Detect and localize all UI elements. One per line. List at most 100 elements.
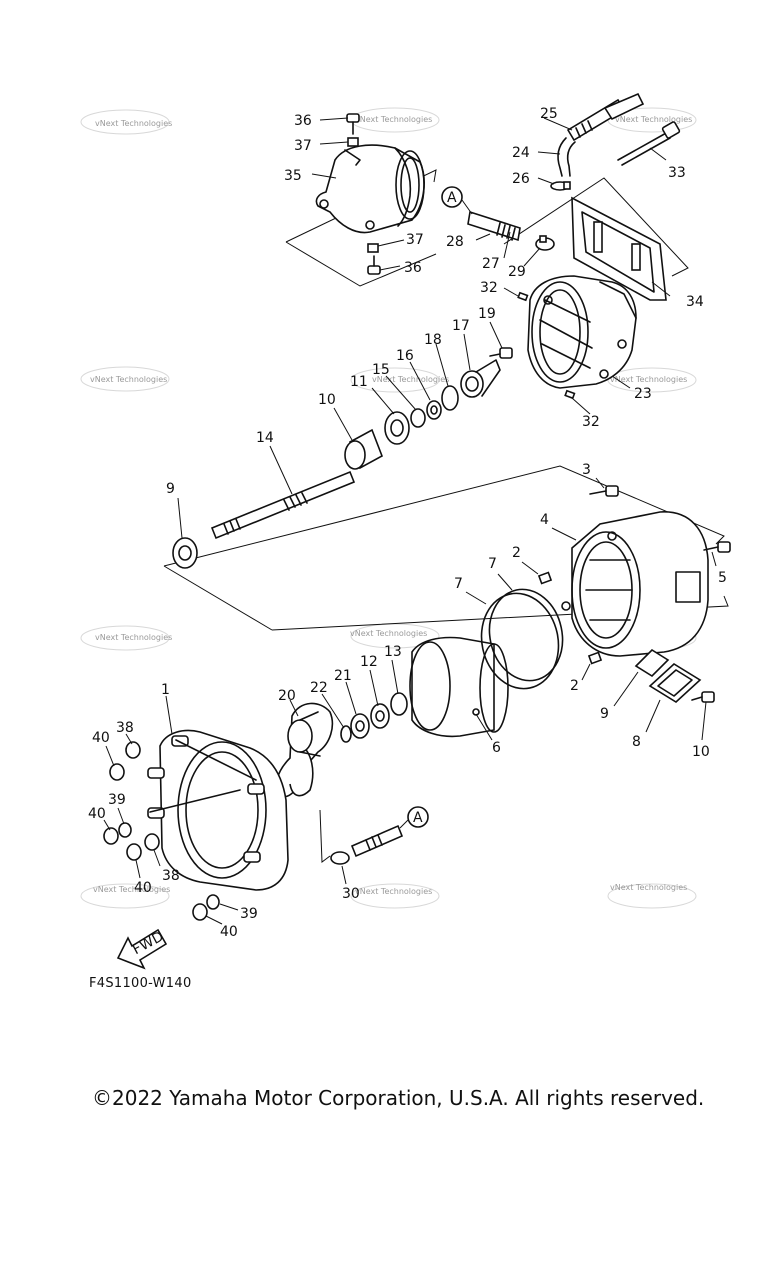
callout-12: 10 xyxy=(318,392,336,408)
part-23-bearing xyxy=(350,713,370,739)
leader-lines xyxy=(103,117,717,925)
callout-39: 39 xyxy=(240,906,258,922)
callout-26: 24 xyxy=(512,145,530,161)
part-1-duct xyxy=(147,729,289,891)
callout-22: 20 xyxy=(278,688,296,704)
part-19-bearing-housing xyxy=(460,359,501,398)
callout-40: 40 xyxy=(92,730,110,746)
svg-text:vNext Technologies: vNext Technologies xyxy=(95,119,172,128)
part-11-oil-seal xyxy=(172,537,198,569)
part-18-nut xyxy=(426,400,442,420)
watermark: vNext Technologies xyxy=(80,366,170,392)
callout-15: 13 xyxy=(384,644,402,660)
callout-38: 38 xyxy=(116,720,134,736)
callout-6: 6 xyxy=(492,740,501,756)
callout-3: 3 xyxy=(582,462,591,478)
part-5-bolt xyxy=(703,541,731,553)
part-32-pin xyxy=(517,291,576,400)
callout-21: 19 xyxy=(478,306,496,322)
watermark: vNext Technologies xyxy=(80,109,172,135)
svg-text:vNext Technologies: vNext Technologies xyxy=(610,883,687,892)
callout-14: 12 xyxy=(360,654,378,670)
svg-text:vNext Technologies: vNext Technologies xyxy=(90,375,167,384)
part-27-hose xyxy=(566,92,645,142)
watermark: vNext Technologies xyxy=(80,883,170,909)
callout-20: 18 xyxy=(424,332,442,348)
part-35-nozzle xyxy=(315,144,425,234)
watermark: vNext Technologies xyxy=(350,107,440,133)
callout-38: 38 xyxy=(162,868,180,884)
watermark: vNext Technologies xyxy=(80,625,172,651)
part-39-washer xyxy=(118,822,220,910)
part-9-gasket xyxy=(634,648,670,678)
part-17-washer xyxy=(410,408,426,428)
callout-40: 40 xyxy=(134,880,152,896)
callout-32: 32 xyxy=(480,280,498,296)
part-7-ring xyxy=(480,588,564,690)
watermark: vNext Technologies xyxy=(350,367,449,393)
part-13-bearing xyxy=(384,411,410,445)
svg-text:vNext Technologies: vNext Technologies xyxy=(610,375,687,384)
part-4-pump-housing xyxy=(561,511,709,657)
callout-39: 39 xyxy=(108,792,126,808)
svg-text:vNext Technologies: vNext Technologies xyxy=(95,633,172,642)
callout-36: 36 xyxy=(404,260,422,276)
fwd-arrow-icon: FWD xyxy=(116,929,168,970)
copyright-notice: ©2022 Yamaha Motor Corporation, U.S.A. A… xyxy=(92,1086,705,1110)
callout-25: 23 xyxy=(634,386,652,402)
watermark: vNext Technologies xyxy=(607,367,697,393)
part-6-liner xyxy=(409,636,509,738)
callout-31: 30 xyxy=(342,886,360,902)
callout-19: 17 xyxy=(452,318,470,334)
ref-marker-a-top: A xyxy=(441,186,473,215)
callout-40: 40 xyxy=(88,806,106,822)
part-25-housing xyxy=(527,275,637,389)
part-28-clamp xyxy=(550,181,571,191)
callout-27: 25 xyxy=(540,106,558,122)
svg-text:vNext Technologies: vNext Technologies xyxy=(372,375,449,384)
callout-40: 40 xyxy=(220,924,238,940)
callout-11: 9 xyxy=(166,481,175,497)
svg-text:vNext Technologies: vNext Technologies xyxy=(93,885,170,894)
part-20-o-ring xyxy=(441,385,459,411)
callout-18: 16 xyxy=(396,348,414,364)
svg-text:vNext Technologies: vNext Technologies xyxy=(615,115,692,124)
part-34-cover-plate xyxy=(571,196,667,301)
watermark: vNext Technologies xyxy=(607,883,697,909)
part-15-seal xyxy=(390,692,408,716)
callout-17: 15 xyxy=(372,362,390,378)
callout-13: 11 xyxy=(350,374,368,390)
part-2-dowel xyxy=(537,571,603,665)
svg-text:A: A xyxy=(413,810,423,826)
callout-10: 10 xyxy=(692,744,710,760)
part-14-bearing xyxy=(370,703,390,729)
part-26-pipe xyxy=(557,137,576,177)
callout-24: 22 xyxy=(310,680,328,696)
svg-text:vNext Technologies: vNext Technologies xyxy=(355,115,432,124)
part-12-sleeve xyxy=(344,428,383,470)
part-24-ring xyxy=(340,725,352,743)
callout-36: 36 xyxy=(294,113,312,129)
callout-9: 9 xyxy=(600,706,609,722)
part-3-bolt xyxy=(589,485,619,497)
callout-23: 21 xyxy=(334,668,352,684)
callout-32: 32 xyxy=(582,414,600,430)
callout-1: 1 xyxy=(161,682,170,698)
callout-5: 5 xyxy=(718,570,727,586)
part-22-impeller xyxy=(275,702,334,798)
callout-34: 34 xyxy=(686,294,704,310)
callout-2: 2 xyxy=(570,678,579,694)
callout-29: 27 xyxy=(482,256,500,272)
callout-31: 29 xyxy=(508,264,526,280)
part-16-drive-shaft xyxy=(210,470,356,540)
callout-35: 35 xyxy=(284,168,302,184)
part-33-bolt xyxy=(617,121,681,166)
callouts: 36 37 35 37 36 25 24 26 33 28 27 29 34 3… xyxy=(88,106,727,940)
part-8-cover xyxy=(648,663,702,703)
callout-8: 8 xyxy=(632,734,641,750)
callout-2: 2 xyxy=(512,545,521,561)
part-31-hose-fitting xyxy=(330,824,404,865)
callout-7: 7 xyxy=(454,576,463,592)
watermark: vNext Technologies xyxy=(350,883,440,909)
